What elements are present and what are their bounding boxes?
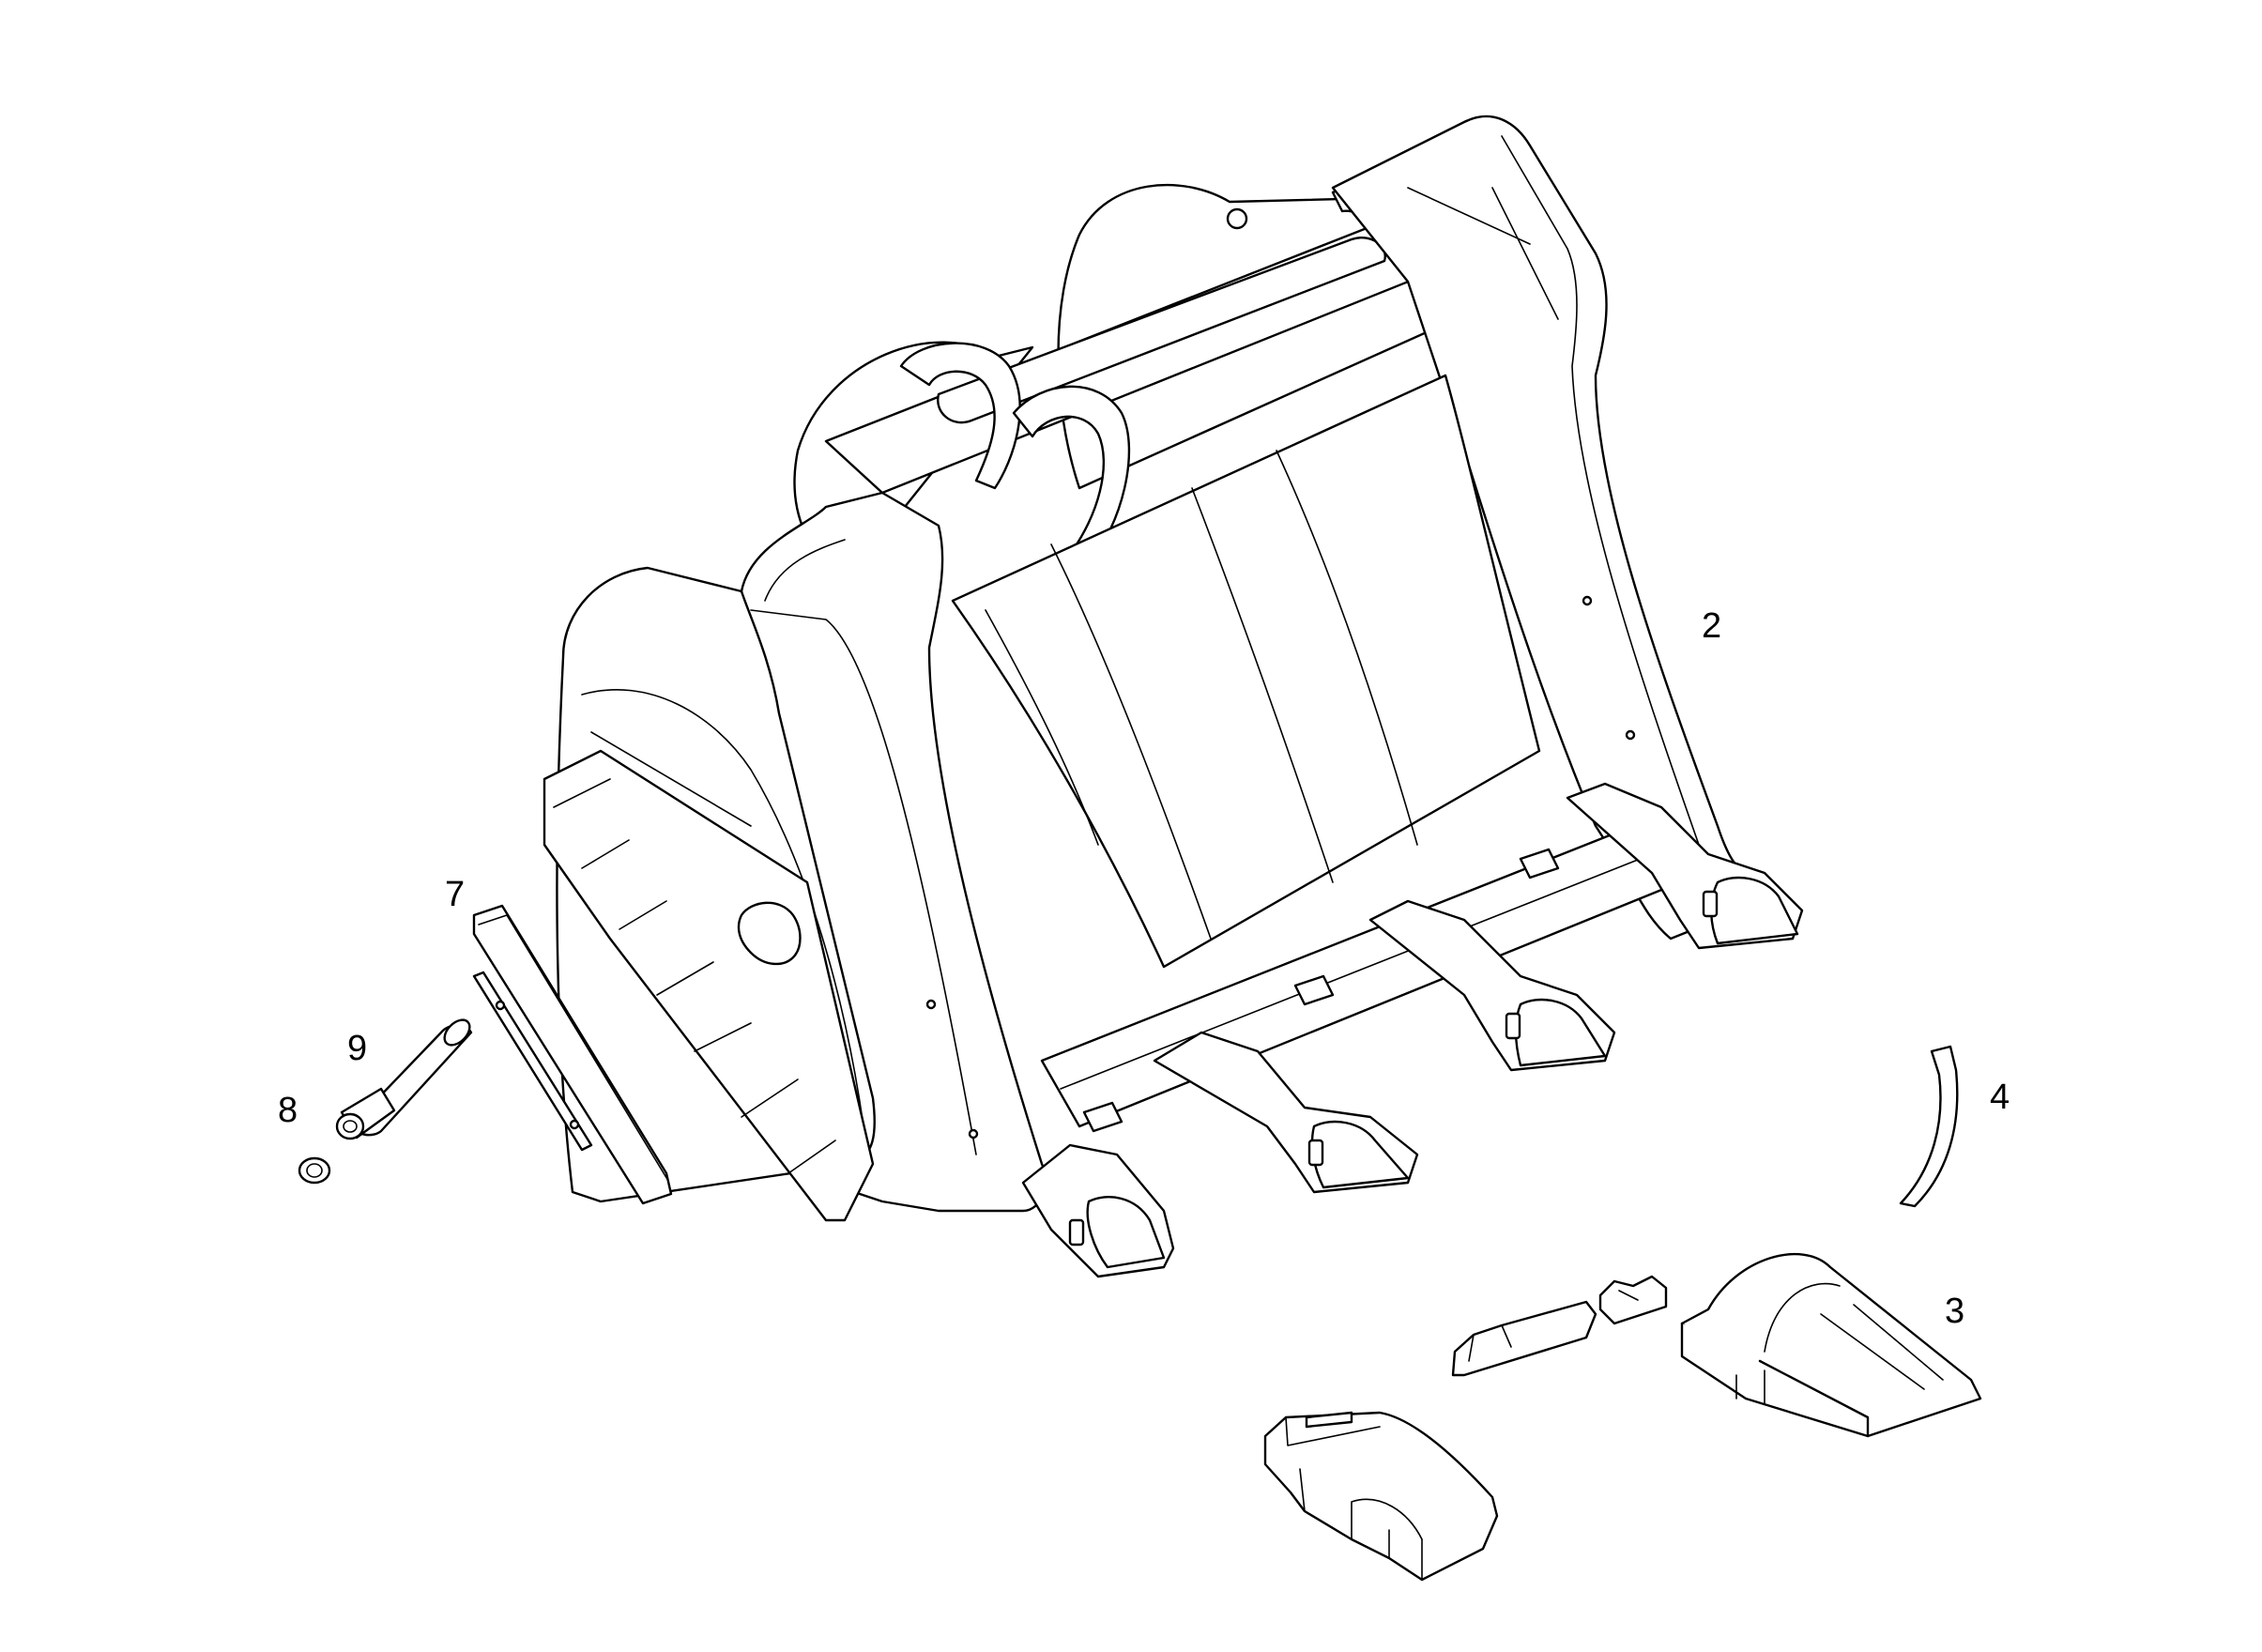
- callout-7: 7: [445, 875, 466, 914]
- washer-part: [298, 1156, 331, 1185]
- callout-9: 9: [347, 1029, 368, 1068]
- pin-part: [335, 1018, 473, 1140]
- bucket-teeth-row: [1021, 782, 1804, 1278]
- lock-wedge-part: [1451, 1275, 1668, 1377]
- callout-3: 3: [1945, 1292, 1965, 1331]
- tooth-tip-part: [1680, 1252, 1982, 1438]
- bucket-body: [543, 115, 1766, 1222]
- curved-retainer-part: [1899, 1045, 1959, 1208]
- tooth-adapter-part: [1263, 1411, 1499, 1582]
- wear-strip-part: [472, 904, 673, 1205]
- callout-4: 4: [1990, 1078, 2010, 1117]
- callout-8: 8: [278, 1091, 298, 1130]
- callout-2: 2: [1702, 606, 1722, 646]
